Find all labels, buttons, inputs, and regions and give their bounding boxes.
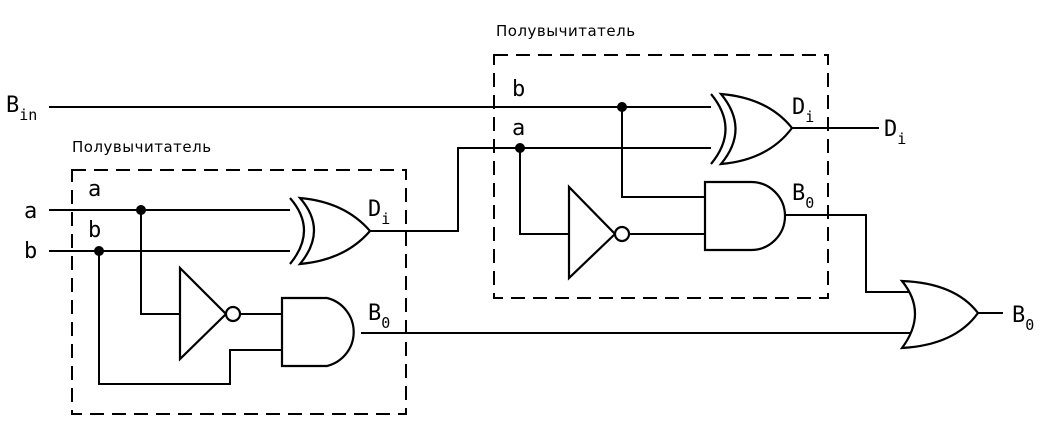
left-and-out-label: B0	[368, 301, 390, 332]
left-not-bubble	[224, 305, 242, 323]
junction-bin	[617, 102, 627, 112]
output-b0-label: B0	[1012, 303, 1034, 334]
left-and-gate	[280, 296, 355, 368]
input-bin-label: Bin	[6, 93, 37, 124]
left-pin-b-label: b	[88, 218, 101, 243]
right-xor-out-label: Di	[792, 95, 814, 126]
right-pin-a-label: a	[512, 116, 525, 141]
left-block-title: Полувычитатель	[72, 138, 212, 156]
junction-right-a	[515, 143, 525, 153]
junction-left-b	[94, 246, 104, 256]
right-not-gate	[567, 184, 631, 281]
right-xor-gate	[710, 92, 794, 166]
input-b-label: b	[24, 239, 37, 264]
left-half-subtractor-box	[71, 169, 407, 415]
right-and-gate	[703, 180, 787, 252]
or-gate	[899, 279, 980, 350]
output-di-label: Di	[884, 117, 906, 148]
left-xor-gate	[289, 196, 372, 266]
right-half-subtractor-box	[493, 54, 829, 299]
right-pin-b-label: b	[512, 77, 525, 102]
left-not-gate	[178, 265, 242, 362]
junction-left-a	[136, 205, 146, 215]
right-not-bubble	[613, 225, 631, 243]
left-pin-a-label: a	[88, 177, 101, 202]
left-xor-out-label: Di	[368, 197, 390, 228]
right-block-title: Полувычитатель	[496, 22, 636, 40]
wires	[49, 106, 1003, 385]
input-a-label: a	[24, 199, 37, 224]
right-and-out-label: B0	[792, 181, 814, 212]
